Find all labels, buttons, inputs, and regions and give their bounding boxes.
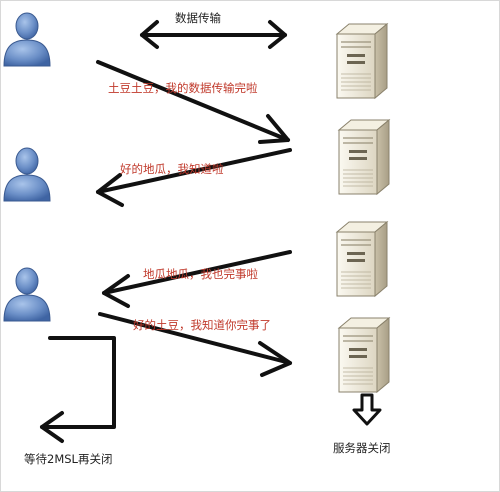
data-transfer-label: 数据传输 xyxy=(175,11,221,25)
ack-server-arrow xyxy=(96,148,292,207)
fin-client-arrow xyxy=(96,60,290,144)
client-wait-arrow xyxy=(40,336,116,443)
server-icon-1 xyxy=(336,23,388,99)
fin-client-label: 土豆土豆，我的数据传输完啦 xyxy=(108,81,258,95)
server-close-label: 服务器关闭 xyxy=(333,441,391,455)
server-close-arrow-icon xyxy=(352,393,382,426)
server-icon-3 xyxy=(336,221,388,297)
server-icon-2 xyxy=(338,119,390,195)
data-transfer-arrow xyxy=(140,20,287,49)
fin-server-arrow xyxy=(102,250,292,308)
client-user-icon-3 xyxy=(3,267,51,322)
client-wait-label: 等待2MSL再关闭 xyxy=(24,452,113,466)
client-user-icon-1 xyxy=(3,12,51,67)
server-icon-4 xyxy=(338,317,390,393)
ack-client-arrow xyxy=(98,312,292,377)
client-user-icon-2 xyxy=(3,147,51,202)
ack-client-label: 好的土豆，我知道你完事了 xyxy=(133,318,271,332)
ack-server-label: 好的地瓜，我知道啦 xyxy=(120,162,224,176)
fin-server-label: 地瓜地瓜，我也完事啦 xyxy=(143,267,258,281)
